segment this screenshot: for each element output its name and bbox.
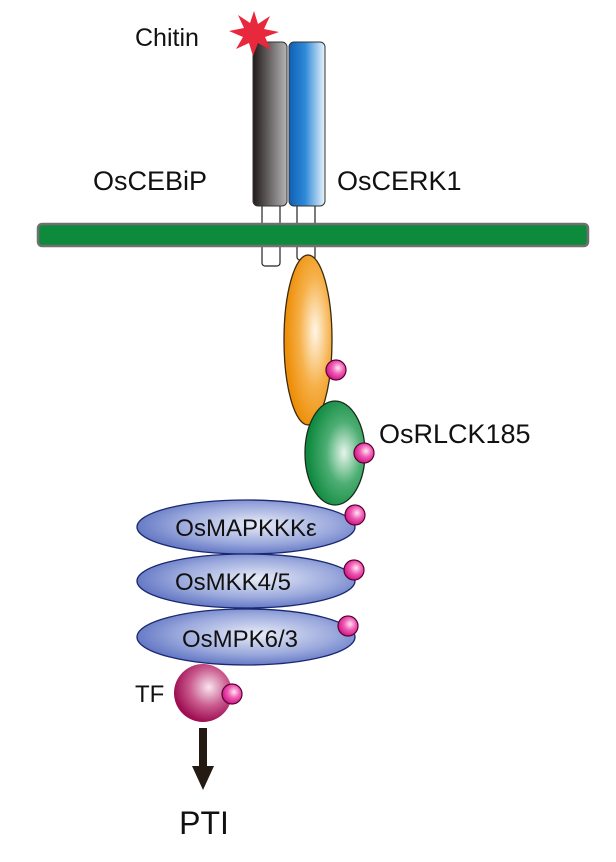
osmkk4-5-protein: [136, 553, 356, 609]
transcription-factor: [174, 664, 232, 722]
chitin-star-icon: [229, 11, 279, 56]
mapk-cascade: OsMAPKKKε OsMKK4/5 OsMPK6/3: [136, 499, 366, 666]
osrlck185-label: OsRLCK185: [379, 419, 531, 449]
phosphate-icon: [344, 504, 366, 526]
chitin-label: Chitin: [135, 24, 199, 52]
osmkk4-5-label: OsMKK4/5: [175, 569, 291, 596]
phosphate-icon: [343, 559, 365, 581]
osmapkkk-epsilon-label: OsMAPKKKε: [175, 515, 317, 542]
plasma-membrane: [36, 222, 590, 248]
phosphate-icon: [325, 359, 347, 381]
phosphate-icon: [353, 442, 375, 464]
oscerk1-receptor: [288, 41, 326, 207]
osmpk6-3-label: OsMPK6/3: [182, 626, 298, 653]
orange-kinase-domain: [283, 254, 333, 426]
tf-label: TF: [135, 681, 164, 708]
arrow-down-icon: [192, 728, 214, 790]
pti-output-label: PTI: [179, 805, 229, 841]
osmpk6-3-protein: [136, 608, 356, 666]
oscerk1-label: OsCERK1: [337, 166, 462, 196]
oscebip-receptor: [252, 41, 288, 207]
phosphate-icon: [221, 683, 243, 705]
oscebip-label: OsCEBiP: [93, 166, 207, 196]
phosphate-icon: [337, 615, 359, 637]
